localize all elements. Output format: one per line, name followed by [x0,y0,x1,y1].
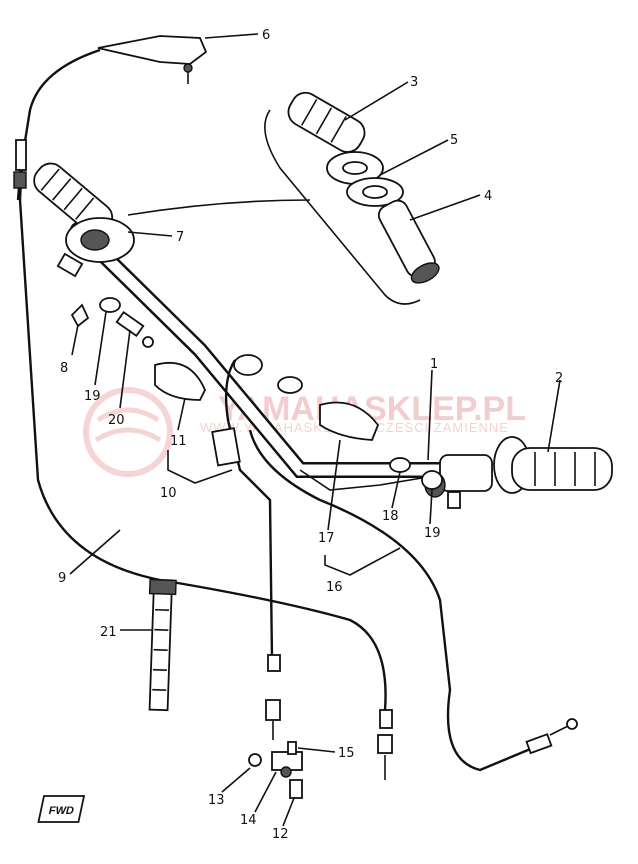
throttle-sleeve [377,199,440,284]
part-19-right [421,470,443,490]
throttle-top-housing [97,35,208,84]
callout-20: 20 [108,413,125,428]
callout-15: 15 [338,746,355,761]
cable-end-bottom-3 [525,718,578,755]
part-18 [389,457,411,473]
small-parts-left [70,297,154,348]
watermark-logo-icon [83,387,173,477]
callout-6: 6 [262,28,270,43]
callout-1: 1 [430,357,438,372]
callout-18: 18 [382,509,399,524]
callout-10: 10 [160,486,177,501]
callout-4: 4 [484,189,492,204]
cable-9 [18,48,387,711]
callout-14: 14 [240,813,257,828]
callout-12: 12 [272,827,289,842]
right-grip [493,436,613,494]
callout-8: 8 [60,361,68,376]
callout-17: 17 [318,531,335,546]
strap-21 [148,578,177,712]
callout-16: 16 [326,580,343,595]
callout-9: 9 [58,571,66,586]
bottom-switch-parts [248,741,303,799]
fwd-badge: FWD [37,795,86,823]
callout-2: 2 [555,371,563,386]
inset-frame [264,109,421,305]
callout-13: 13 [208,793,225,808]
lever-holder-left [56,217,135,278]
leader-lines [69,33,561,827]
brake-cable [248,429,541,772]
inset-grip [287,91,366,153]
callout-19-right: 19 [424,526,441,541]
callout-7: 7 [176,230,184,245]
callout-19-left: 19 [84,389,101,404]
lever-assembly-10 [154,354,380,467]
callout-11: 11 [170,434,187,449]
cable-end-bottom-2 [377,709,393,780]
callout-21: 21 [100,625,117,640]
callout-3: 3 [410,75,418,90]
callout-labels: 6 3 5 4 7 1 2 8 19 20 11 10 17 18 19 16 … [58,28,563,842]
fwd-badge-text: FWD [48,805,76,817]
callout-5: 5 [450,133,458,148]
cable-end-bottom-1 [265,654,281,740]
